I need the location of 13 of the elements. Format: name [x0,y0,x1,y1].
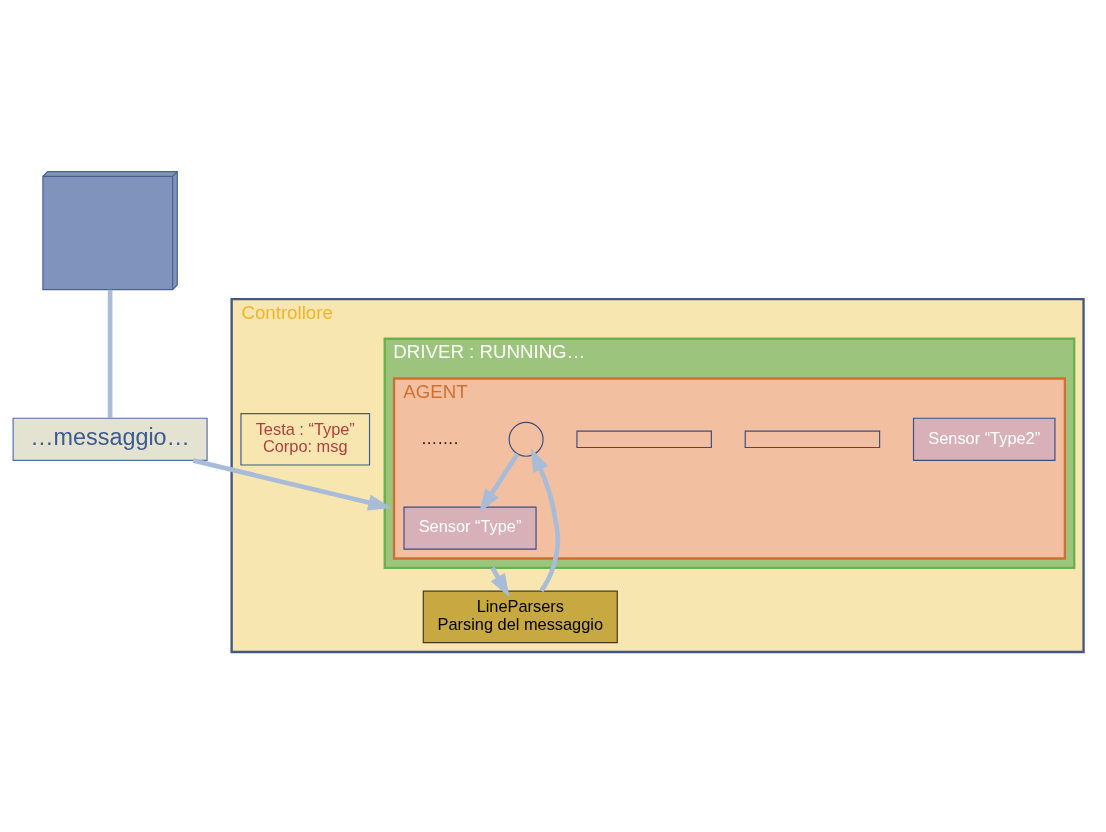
node-bar [576,430,712,448]
node-box: Sensor “Type2” [912,417,1056,461]
label: ……. [421,428,459,447]
node-box: Sensor “Type” [403,506,537,550]
arrow [479,452,520,513]
arrow [530,447,561,592]
node-box: Testa : “Type” Corpo: msg [240,412,371,466]
node-box: …messaggio… [12,417,208,461]
connector [107,289,113,418]
node-bar [744,430,881,448]
arrow [192,457,392,511]
node-box: LineParsers Parsing del messaggio [422,590,618,643]
node-circle [508,421,544,457]
